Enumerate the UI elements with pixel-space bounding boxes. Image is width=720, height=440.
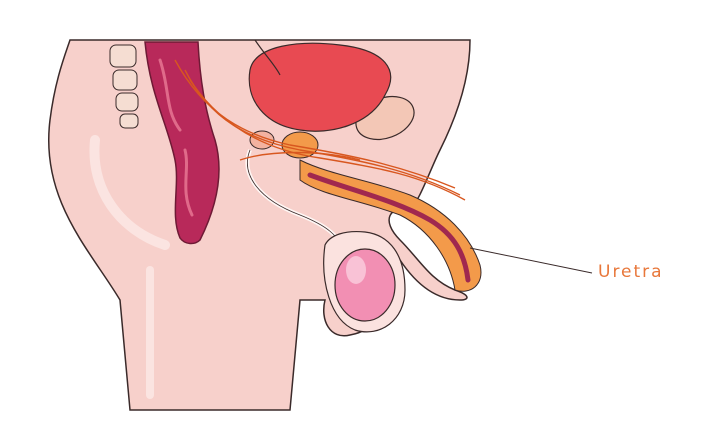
buttock-highlight [89,135,170,250]
spine [109,44,139,129]
testis [334,248,396,322]
testis-highlight [346,256,366,284]
bladder [248,42,391,132]
urethra-label: Uretra [598,262,664,282]
urethra-inner [307,172,471,283]
rectum-texture [158,58,194,217]
rectum [144,41,220,245]
urethra-outer [299,159,482,292]
ureter [254,39,281,76]
urethra-leader-line [469,247,593,274]
nerve-bundle [174,59,466,201]
